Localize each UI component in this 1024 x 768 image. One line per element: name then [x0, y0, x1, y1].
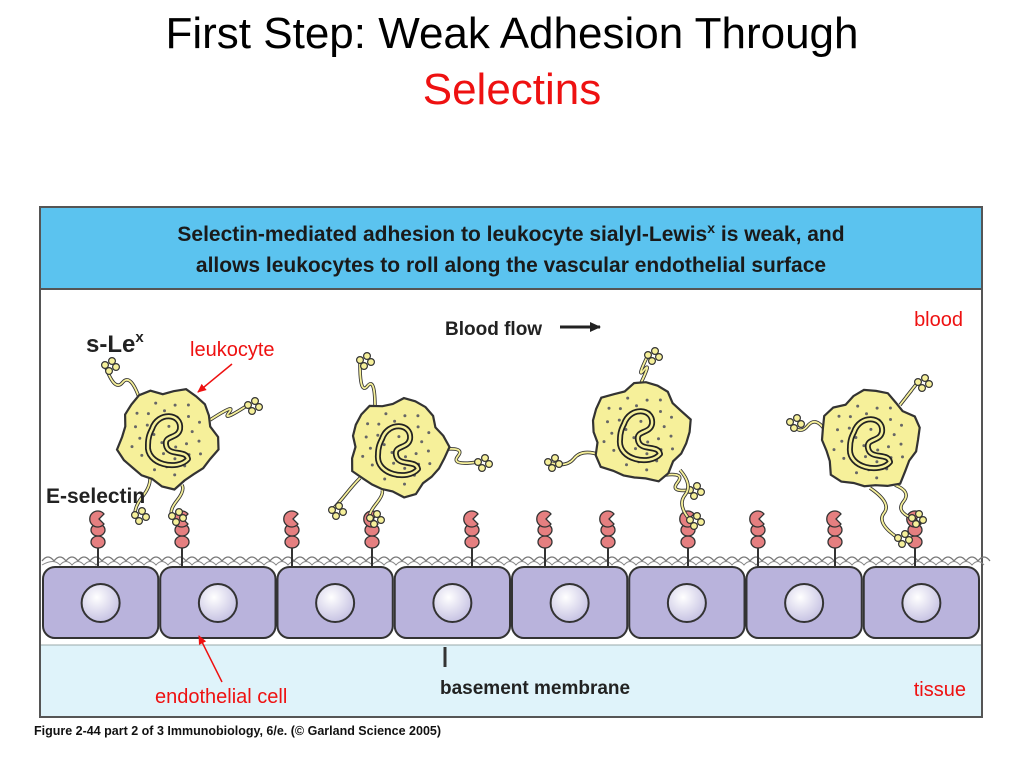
glycocalyx-layer: [41, 556, 991, 566]
e-selectin: [826, 510, 843, 567]
e-selectin: [749, 510, 766, 567]
tissue-annotation: tissue: [914, 679, 966, 701]
header-line2: allows leukocytes to roll along the vasc…: [196, 254, 826, 277]
e-selectin: [173, 510, 190, 567]
endothelial-nucleus: [784, 583, 825, 623]
leukocyte: [100, 357, 264, 526]
e-selectin-label: E-selectin: [46, 485, 145, 508]
e-selectin: [599, 510, 616, 567]
leukocyte: [328, 352, 494, 528]
endothelial-nucleus: [315, 583, 356, 623]
endothelial-nucleus: [432, 583, 473, 623]
e-selectin: [463, 510, 480, 567]
leukocyte: [543, 347, 705, 530]
e-selectin: [89, 510, 106, 567]
basement-membrane-label: basement membrane: [440, 678, 630, 699]
leukocytes: [100, 347, 933, 548]
slide-title: First Step: Weak Adhesion Through Select…: [0, 6, 1024, 118]
leukocyte-annotation: leukocyte: [190, 339, 275, 361]
endothelial-nucleus: [549, 583, 590, 623]
endothelium: [42, 566, 980, 639]
leukocyte: [785, 374, 933, 548]
header-line1: Selectin-mediated adhesion to leukocyte …: [177, 220, 844, 246]
header-band: [41, 208, 981, 288]
figure-caption: Figure 2-44 part 2 of 3 Immunobiology, 6…: [34, 724, 442, 738]
slex-label: s-Lex: [86, 329, 144, 358]
endothelial-cell-annotation: endothelial cell: [155, 686, 287, 708]
leukocyte-annotation-arrow: [197, 363, 233, 393]
blood-flow-label: Blood flow: [445, 319, 542, 340]
endothelial-nucleus: [197, 583, 238, 623]
e-selectin: [283, 510, 300, 567]
endothelial-cell-annotation-arrow: [198, 635, 223, 683]
endothelial-nucleus: [666, 583, 707, 623]
tissue-region: [41, 645, 981, 716]
endothelial-nucleus: [901, 583, 942, 623]
title-line1: First Step: Weak Adhesion Through: [165, 9, 859, 58]
e-selectin: [536, 510, 553, 567]
endothelial-nucleus: [80, 583, 121, 623]
title-line2: Selectins: [422, 65, 602, 114]
blood-annotation: blood: [914, 309, 963, 331]
